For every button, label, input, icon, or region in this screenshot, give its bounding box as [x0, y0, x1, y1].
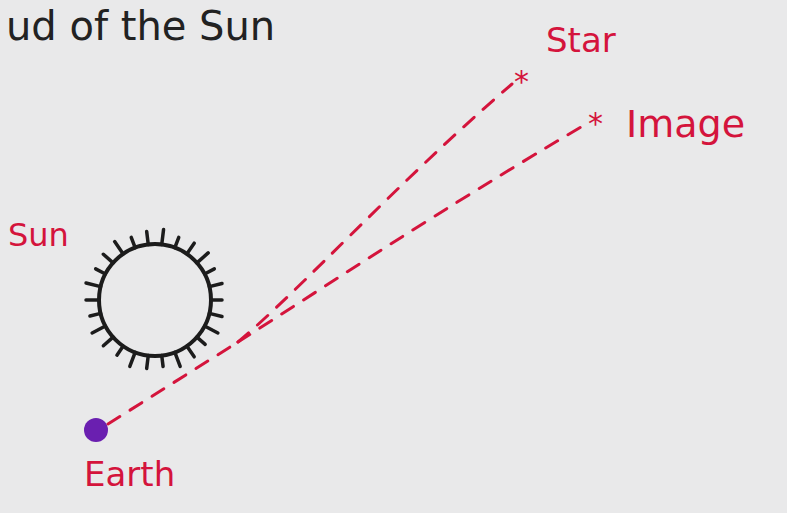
corona-tick [117, 346, 123, 355]
corona-tick [103, 254, 113, 263]
corona-tick [197, 253, 208, 263]
corona-tick [147, 356, 149, 369]
light-path-star [238, 84, 512, 342]
star-asterisk: * [514, 64, 529, 99]
image-asterisk: * [588, 106, 603, 141]
heading-fragment: ud of the Sun [6, 4, 275, 48]
sun-label: Sun [8, 218, 69, 253]
star-label: Star [546, 22, 616, 59]
corona-tick [131, 237, 135, 247]
corona-tick [103, 337, 113, 346]
corona-tick [130, 352, 135, 366]
corona-tick [147, 232, 149, 245]
sun-disc [99, 244, 211, 356]
earth-dot [84, 418, 108, 442]
corona-tick [90, 313, 101, 316]
image-label: Image [626, 104, 745, 146]
corona-tick [162, 356, 163, 367]
light-path [108, 342, 238, 424]
corona-tick [209, 313, 222, 316]
corona-tick [175, 237, 179, 247]
corona-tick [86, 283, 101, 287]
corona-tick [162, 230, 164, 245]
corona-tick [187, 243, 194, 254]
corona-tick [175, 352, 180, 366]
corona-tick [115, 242, 124, 254]
corona-tick [92, 326, 105, 333]
corona-tick [205, 326, 218, 333]
corona-tick [209, 283, 222, 286]
apparent-path-image [238, 124, 586, 342]
corona-tick [211, 298, 222, 302]
corona-tick [205, 269, 215, 274]
earth-label: Earth [84, 456, 175, 493]
corona-tick [86, 298, 99, 302]
corona-tick [187, 346, 194, 357]
sun-symbol [86, 230, 222, 369]
corona-tick [96, 269, 106, 274]
corona-tick [197, 337, 205, 344]
